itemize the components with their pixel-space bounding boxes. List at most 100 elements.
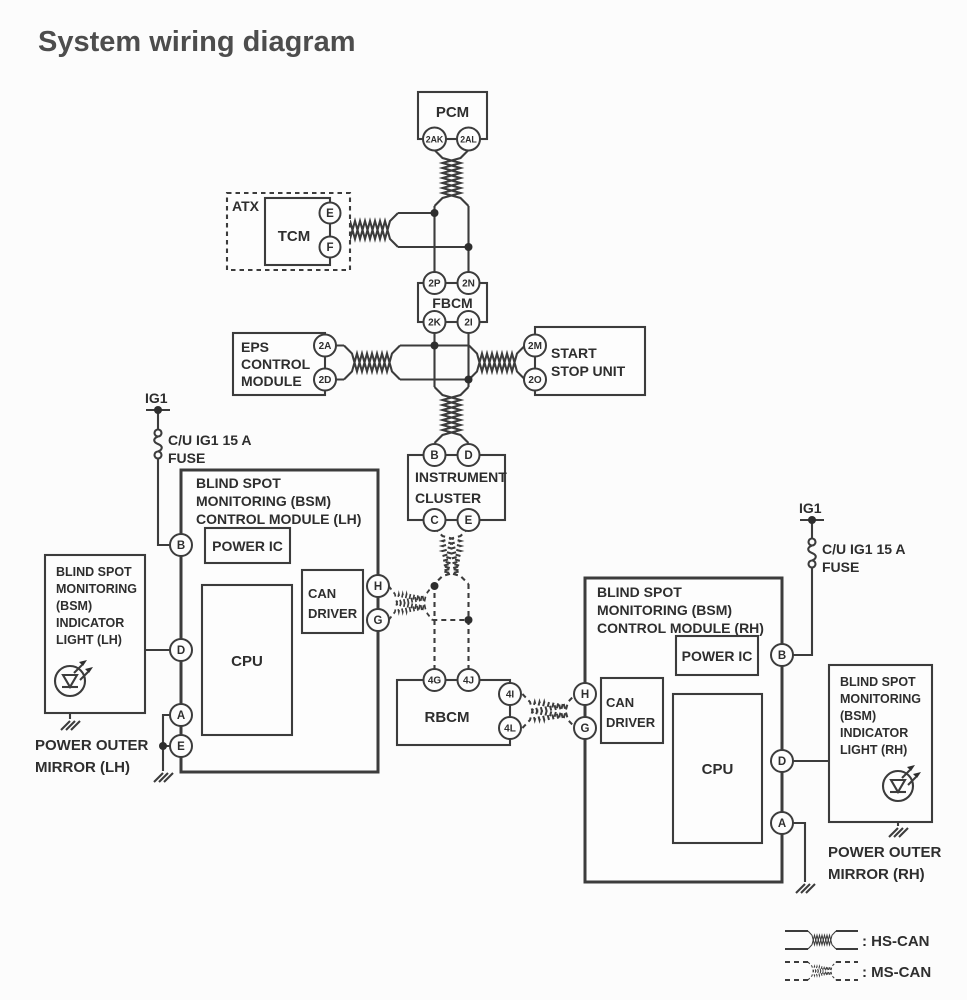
indicator-rh-line3: (BSM) [840, 709, 876, 723]
bsm-lh-can-driver-line1: CAN [308, 586, 336, 601]
bsm-rh-title-line3: CONTROL MODULE (RH) [597, 620, 764, 636]
ground-indicator-lh-icon [59, 719, 82, 732]
svg-text:G: G [581, 723, 590, 735]
bsm-indicator-light-rh: BLIND SPOT MONITORING (BSM) INDICATOR LI… [827, 663, 934, 839]
rbcm-pin-4l: 4L [498, 716, 522, 740]
bsm-lh-title-line2: MONITORING (BSM) [196, 493, 331, 509]
bsm-rh-pin-h: H [573, 682, 597, 706]
atx-label: ATX [232, 198, 260, 214]
cluster-line1: INSTRUMENT [415, 469, 507, 485]
indicator-lh-line1: BLIND SPOT [56, 565, 132, 579]
start-stop-pin-2o: 2O [523, 367, 547, 392]
bsm-rh-power-ic-label: POWER IC [682, 648, 753, 664]
bsm-lh-pin-a: A [169, 703, 193, 727]
fbcm-label: FBCM [432, 295, 472, 311]
tcm-label: TCM [278, 228, 311, 245]
mirror-rh-line1: POWER OUTER [828, 844, 942, 861]
svg-text:H: H [374, 581, 382, 593]
bsm-lh-title-line1: BLIND SPOT [196, 475, 281, 491]
svg-text:2K: 2K [428, 318, 442, 329]
instrument-cluster: INSTRUMENT CLUSTER B D C E [406, 443, 507, 532]
svg-text:B: B [430, 450, 438, 462]
svg-text:2A: 2A [319, 341, 332, 352]
bsm-control-module-lh: BLIND SPOT MONITORING (BSM) CONTROL MODU… [169, 468, 390, 774]
svg-text:2N: 2N [462, 279, 475, 290]
start-stop-line1: START [551, 345, 597, 361]
cluster-pin-b: B [422, 443, 447, 467]
svg-text:A: A [778, 818, 786, 830]
svg-text:2D: 2D [319, 375, 332, 386]
bsm-rh-title-line1: BLIND SPOT [597, 584, 682, 600]
eps-label-line3: MODULE [241, 373, 302, 389]
legend-ms-can-label: : MS-CAN [862, 964, 931, 981]
fbcm-pin-2n: 2N [456, 271, 481, 295]
mirror-lh-line2: MIRROR (LH) [35, 759, 130, 776]
ground-bsm-rh-icon [794, 882, 817, 895]
legend: : HS-CAN : MS-CAN [785, 929, 931, 982]
bsm-lh-pin-h: H [366, 574, 390, 598]
fuse-right-rail-label: IG1 [799, 500, 822, 516]
fuse-right-name: C/U IG1 15 A [822, 541, 906, 557]
junction-dots [154, 209, 816, 750]
svg-text:2AK: 2AK [426, 135, 444, 145]
fuse-right: IG1 C/U IG1 15 A FUSE [799, 500, 906, 575]
fuse-left: IG1 C/U IG1 15 A FUSE [145, 390, 252, 466]
bsm-rh-can-driver-line1: CAN [606, 695, 634, 710]
start-stop-line2: STOP UNIT [551, 363, 626, 379]
start-stop-unit: START STOP UNIT 2M 2O [523, 325, 647, 397]
rbcm-pin-4i: 4I [498, 682, 522, 706]
page-title: System wiring diagram [38, 26, 356, 58]
ground-bsm-lh-icon [152, 771, 175, 784]
bsm-indicator-light-lh: BLIND SPOT MONITORING (BSM) INDICATOR LI… [43, 553, 147, 732]
fbcm-module: FBCM 2P 2N 2K 2I [416, 271, 489, 334]
atx-group: ATX TCM E F [225, 191, 352, 272]
cluster-pin-d: D [456, 443, 481, 467]
eps-label-line1: EPS [241, 339, 269, 355]
indicator-rh-line5: LIGHT (RH) [840, 743, 907, 757]
svg-text:D: D [177, 645, 185, 657]
rbcm-module: RBCM 4G 4J 4I 4L [395, 668, 522, 747]
eps-label-line2: CONTROL [241, 356, 311, 372]
bsm-control-module-rh: BLIND SPOT MONITORING (BSM) CONTROL MODU… [573, 576, 794, 884]
svg-text:2P: 2P [428, 279, 441, 290]
bsm-rh-title-line2: MONITORING (BSM) [597, 602, 732, 618]
svg-text:C: C [430, 515, 438, 527]
svg-text:D: D [464, 450, 472, 462]
fbcm-pin-2i: 2I [456, 310, 481, 334]
tcm-pin-f: F [318, 235, 342, 259]
rbcm-pin-4j: 4J [456, 668, 481, 692]
legend-hs-can-symbol [785, 929, 858, 951]
eps-pin-2d: 2D [313, 367, 337, 392]
rbcm-label: RBCM [425, 709, 470, 726]
svg-text:4L: 4L [504, 724, 516, 735]
fbcm-pin-2k: 2K [422, 310, 447, 334]
bsm-lh-pin-d: D [169, 638, 193, 662]
mirror-rh-line2: MIRROR (RH) [828, 866, 925, 883]
fuse-left-name: C/U IG1 15 A [168, 432, 252, 448]
svg-text:H: H [581, 689, 589, 701]
svg-text:2M: 2M [528, 341, 542, 352]
pcm-label: PCM [436, 104, 469, 121]
bsm-lh-pin-e: E [169, 734, 193, 758]
mirror-lh-line1: POWER OUTER [35, 737, 149, 754]
legend-hs-can-label: : HS-CAN [862, 933, 930, 950]
pcm-pin-2al: 2AL [456, 126, 481, 152]
bsm-rh-pin-d: D [770, 749, 794, 773]
bsm-rh-cpu-label: CPU [702, 761, 734, 778]
indicator-rh-line2: MONITORING [840, 692, 921, 706]
legend-ms-can-symbol [785, 960, 858, 982]
svg-text:B: B [778, 650, 786, 662]
bsm-rh-can-driver-line2: DRIVER [606, 715, 656, 730]
rbcm-pin-4g: 4G [422, 668, 447, 692]
ground-indicator-rh-icon [887, 826, 910, 839]
bsm-lh-pin-g: G [366, 608, 390, 632]
bsm-lh-title-line3: CONTROL MODULE (LH) [196, 511, 361, 527]
bsm-lh-can-driver-line2: DRIVER [308, 606, 358, 621]
svg-text:E: E [465, 515, 473, 527]
bsm-rh-pin-g: G [573, 716, 597, 740]
indicator-lh-line4: INDICATOR [56, 616, 124, 630]
svg-text:4I: 4I [506, 690, 515, 701]
eps-pin-2a: 2A [313, 333, 337, 358]
